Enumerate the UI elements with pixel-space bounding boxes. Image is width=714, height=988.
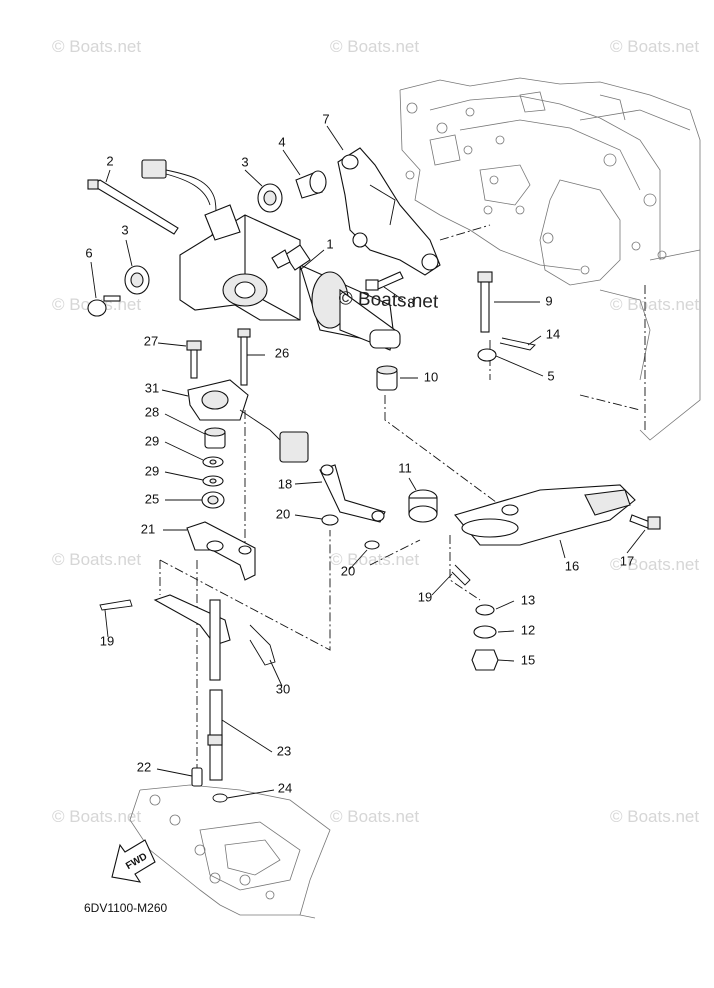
spacer	[376, 365, 398, 391]
callout-11: 11	[398, 460, 412, 475]
washer	[475, 604, 495, 616]
callout-17: 17	[620, 553, 634, 568]
bolt	[87, 295, 121, 317]
bushing	[477, 348, 497, 362]
callout-4: 4	[278, 134, 285, 149]
pin	[191, 767, 203, 787]
shift-rod	[153, 594, 231, 781]
watermark: © Boats.net	[52, 807, 141, 826]
callout-2: 2	[106, 153, 113, 168]
callout-18: 18	[278, 476, 292, 491]
callout-layer: 1 2 3 3 4 5 6 7 8 9 10 11 12 13 14 15 16…	[85, 111, 634, 795]
washer	[202, 475, 224, 487]
callout-31: 31	[145, 380, 159, 395]
fwd-arrow: FWD	[111, 839, 156, 883]
lower-housing	[129, 784, 331, 919]
callout-6: 6	[85, 245, 92, 260]
shift-arm	[454, 484, 636, 546]
callout-30: 30	[276, 681, 290, 696]
clip	[451, 564, 471, 586]
pin	[249, 624, 276, 666]
callout-19: 19	[100, 633, 114, 648]
bolt	[237, 328, 251, 386]
watermark: © Boats.net	[330, 807, 419, 826]
clip	[99, 599, 133, 611]
callout-3: 3	[121, 222, 128, 237]
callout-3: 3	[241, 154, 248, 169]
callout-14: 14	[546, 326, 560, 341]
watermark: © Boats.net	[610, 555, 699, 574]
washer	[364, 540, 380, 550]
leader-lines	[90, 125, 646, 799]
callout-20: 20	[341, 563, 355, 578]
callout-13: 13	[521, 592, 535, 607]
diagram-code: 6DV1100-M260	[84, 901, 167, 915]
watermark-layer: © Boats.net © Boats.net © Boats.net © Bo…	[52, 37, 699, 826]
watermark: © Boats.net	[52, 37, 141, 56]
callout-21: 21	[141, 521, 155, 536]
washer	[202, 456, 224, 468]
shift-link	[319, 464, 386, 523]
callout-27: 27	[144, 333, 158, 348]
grommet	[124, 265, 150, 295]
grommet	[257, 183, 283, 213]
callout-20: 20	[276, 506, 290, 521]
callout-8: 8	[407, 295, 414, 310]
nut	[471, 649, 499, 671]
callout-24: 24	[278, 780, 292, 795]
bolt	[186, 340, 202, 379]
bracket	[337, 147, 441, 276]
sensor	[187, 379, 309, 463]
callout-5: 5	[547, 368, 554, 383]
shift-actuator-assembly	[179, 204, 401, 351]
watermark: © Boats.net	[330, 550, 419, 569]
collar	[204, 427, 226, 449]
watermark: © Boats.net	[610, 37, 699, 56]
washer	[473, 625, 497, 639]
callout-26: 26	[275, 345, 289, 360]
callout-12: 12	[521, 622, 535, 637]
callout-16: 16	[565, 558, 579, 573]
callout-19: 19	[418, 589, 432, 604]
collar	[408, 489, 438, 523]
bushing	[201, 491, 225, 509]
callout-22: 22	[137, 759, 151, 774]
callout-15: 15	[521, 652, 535, 667]
callout-23: 23	[277, 743, 291, 758]
cotter-pin	[499, 337, 536, 351]
bolt	[365, 271, 404, 291]
callout-1: 1	[326, 236, 333, 251]
bolt	[477, 271, 493, 333]
collar	[295, 170, 327, 199]
shift-lever	[186, 521, 256, 581]
watermark: © Boats.net	[610, 807, 699, 826]
callout-10: 10	[424, 369, 438, 384]
callout-28: 28	[145, 404, 159, 419]
watermark: © Boats.net	[52, 550, 141, 569]
bolt	[629, 514, 661, 530]
callout-29: 29	[145, 433, 159, 448]
watermark: © Boats.net	[330, 37, 419, 56]
watermark: © Boats.net	[610, 295, 699, 314]
o-ring	[212, 793, 228, 803]
callout-29: 29	[145, 463, 159, 478]
center-watermark: © Boats.net	[338, 288, 439, 312]
washer	[321, 514, 339, 526]
engine-block	[399, 77, 701, 441]
callout-9: 9	[545, 293, 552, 308]
callout-25: 25	[145, 491, 159, 506]
cable-tie	[87, 179, 179, 235]
callout-7: 7	[322, 111, 329, 126]
